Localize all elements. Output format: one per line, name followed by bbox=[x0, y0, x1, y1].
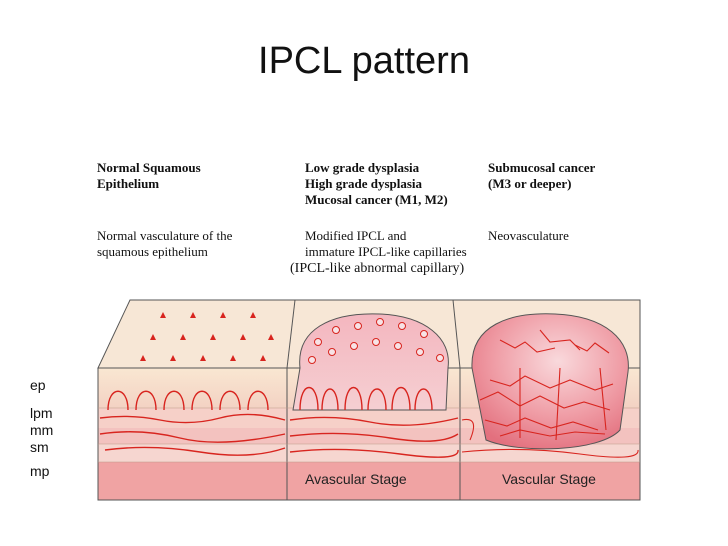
surface-divider bbox=[286, 299, 296, 369]
layer-label-mm: mm bbox=[30, 422, 54, 438]
layer-label-mp: mp bbox=[30, 463, 50, 479]
surface-divider bbox=[452, 299, 461, 369]
description-line: immature IPCL-like capillaries bbox=[305, 244, 467, 259]
heading-line: Mucosal cancer (M1, M2) bbox=[305, 192, 448, 207]
heading-line: Low grade dysplasia bbox=[305, 160, 420, 175]
description-line: Neovasculature bbox=[488, 228, 569, 243]
normal-ipcl-loops bbox=[99, 390, 286, 456]
heading-line: Normal Squamous bbox=[97, 160, 201, 175]
layer-label-sm: sm bbox=[30, 439, 49, 455]
column-submucosal-heading: Submucosal cancer (M3 or deeper) bbox=[488, 160, 595, 192]
dysplasia-surface-dots bbox=[308, 318, 444, 364]
dysplasia-lesion bbox=[292, 313, 449, 411]
description-line: squamous epithelium bbox=[97, 244, 208, 259]
ipcl-like-note: (IPCL-like abnormal capillary) bbox=[290, 261, 465, 276]
stage-vascular: Vascular Stage bbox=[502, 471, 596, 487]
normal-ipcl-marks bbox=[140, 312, 274, 361]
column-normal-description: Normal vasculature of the squamous epith… bbox=[97, 228, 232, 260]
column-submucosal-description: Neovasculature bbox=[488, 228, 569, 244]
heading-line: High grade dysplasia bbox=[305, 176, 423, 191]
stage-avascular: Avascular Stage bbox=[305, 471, 407, 487]
heading-line: (M3 or deeper) bbox=[488, 176, 572, 191]
column-normal-heading: Normal Squamous Epithelium bbox=[97, 160, 201, 192]
description-line: Modified IPCL and bbox=[305, 228, 407, 243]
layer-submucosa bbox=[98, 444, 640, 462]
dysplasia-ipcl-loops bbox=[289, 387, 459, 458]
slide-title: IPCL pattern bbox=[258, 40, 470, 82]
heading-line: Epithelium bbox=[97, 176, 160, 191]
description-line: Normal vasculature of the bbox=[97, 228, 233, 243]
column-dysplasia-heading: Low grade dysplasia High grade dysplasia… bbox=[305, 160, 448, 208]
neovasculature bbox=[461, 329, 639, 458]
heading-line: Submucosal cancer bbox=[488, 160, 596, 175]
submucosal-tumor bbox=[471, 313, 629, 450]
column-dysplasia-description: Modified IPCL and immature IPCL-like cap… bbox=[305, 228, 467, 260]
layer-label-lpm: lpm bbox=[30, 405, 53, 421]
layer-muscularis-propria bbox=[98, 462, 640, 500]
layer-label-ep: ep bbox=[30, 377, 46, 393]
